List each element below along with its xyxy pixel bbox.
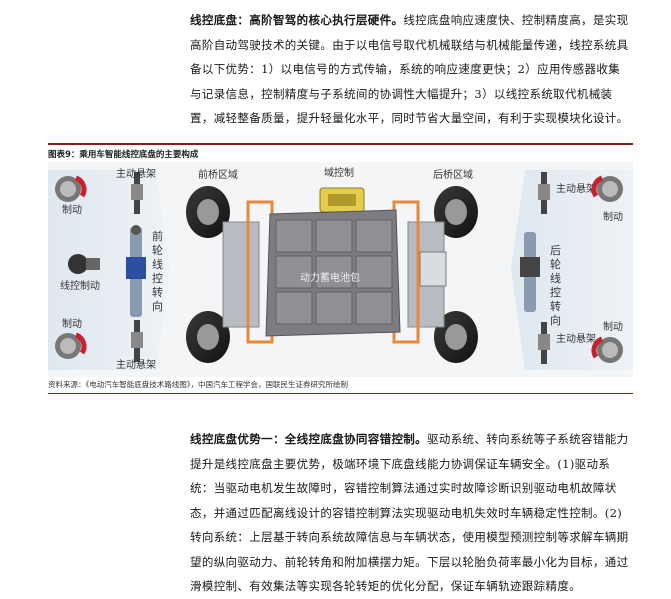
steer-front-char-2: 轮 [152, 243, 163, 257]
paragraph-intro: 线控底盘：高阶智驾的核心执行层硬件。线控底盘响应速度快、控制精度高，是实现高阶自… [190, 8, 630, 131]
figure-source: 资料来源：《电动汽车智能底盘技术路线图》，中国汽车工程学会，国联民生证券研究所绘… [48, 379, 633, 394]
steer-rear-char-6: 向 [550, 313, 561, 327]
label-brake-top-right: 制动 [603, 210, 623, 223]
shock-absorber-icon [538, 322, 550, 364]
front-subframe [222, 221, 260, 328]
label-suspension-top-left: 主动悬架 [116, 168, 156, 180]
label-brake-bottom-left: 制动 [62, 317, 82, 330]
label-brake-bottom-right: 制动 [603, 320, 623, 333]
steer-rear-char-5: 转 [550, 299, 561, 313]
steer-front-char-4: 控 [152, 271, 163, 285]
steer-front-char-3: 线 [152, 257, 163, 271]
label-suspension-bottom-right: 主动悬架 [556, 333, 596, 345]
steer-rear-char-4: 控 [550, 285, 561, 299]
battery-pack [265, 209, 401, 337]
wheel-icon [434, 311, 478, 363]
label-drive-control: 线控制动 [60, 279, 100, 292]
label-steer-rear: 后 轮 线 控 转 向 [550, 244, 565, 327]
label-suspension-top-right: 主动悬架 [556, 183, 596, 195]
label-rear-axle: 后桥区域 [433, 168, 473, 181]
para1-body: 线控底盘响应速度快、控制精度高，是实现高阶自动驾驶技术的关键。由于以电信号取代机… [190, 13, 629, 125]
para2-body: 驱动系统、转向系统等子系统容错能力提升是线控底盘主要优势，极端环境下底盘线能力协… [190, 432, 629, 593]
steering-rack-icon [126, 225, 146, 317]
label-steer-front: 前 轮 线 控 转 向 [152, 229, 167, 313]
para2-heading: 线控底盘优势一：全线控底盘协同容错控制。 [190, 432, 427, 446]
shock-absorber-icon [538, 172, 550, 214]
steer-rear-char-3: 线 [550, 271, 561, 285]
wheel-icon [434, 186, 478, 238]
wheel-icon [186, 311, 230, 363]
steering-rack-icon [520, 232, 540, 312]
brake-disc-icon [591, 336, 623, 363]
chassis-figure: 制动 主动悬架 前 轮 线 控 转 向 线控制动 制动 主 [48, 162, 633, 377]
label-domain-controller: 域控制 [324, 166, 354, 179]
para1-subheading: 高阶智驾的核心执行层硬件。 [249, 13, 404, 27]
para1-heading: 线控底盘： [190, 13, 250, 27]
label-suspension-bottom-left: 主动悬架 [116, 359, 156, 371]
steer-front-char-5: 转 [152, 285, 163, 299]
shock-absorber-icon [131, 172, 143, 214]
brake-disc-icon [55, 175, 87, 202]
steer-front-char-1: 前 [152, 229, 163, 243]
wheel-icon [186, 186, 230, 238]
domain-controller-icon [319, 187, 365, 213]
brake-booster-icon [68, 254, 100, 274]
brake-disc-icon [55, 332, 87, 359]
steer-rear-char-2: 轮 [550, 257, 561, 271]
rear-drive-unit [419, 251, 447, 287]
paragraph-advantage-one: 线控底盘优势一：全线控底盘协同容错控制。驱动系统、转向系统等子系统容错能力提升是… [190, 427, 630, 599]
steer-rear-char-1: 后 [550, 244, 561, 257]
shock-absorber-icon [131, 320, 143, 362]
label-battery-pack: 动力蓄电池包 [300, 271, 360, 284]
label-brake-top-left: 制动 [62, 203, 82, 216]
steer-front-char-6: 向 [152, 299, 163, 313]
figure-title: 图表9：乘用车智能线控底盘的主要构成 [48, 143, 633, 162]
chassis-illustration: 制动 主动悬架 前 轮 线 控 转 向 线控制动 制动 主 [48, 166, 633, 371]
label-front-axle: 前桥区域 [198, 168, 238, 181]
brake-disc-icon [591, 175, 623, 202]
right-panel [511, 170, 633, 370]
